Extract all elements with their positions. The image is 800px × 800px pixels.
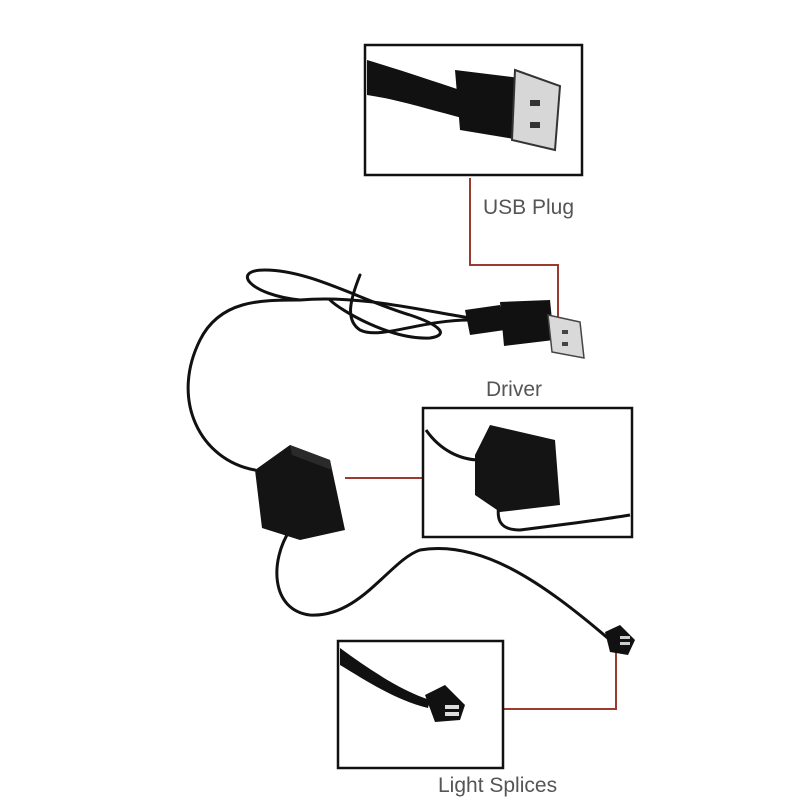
- driver-box-icon: [255, 445, 345, 540]
- usb-plug-closeup: [363, 43, 584, 177]
- usb-plug-icon: [465, 300, 585, 359]
- usb-callout-line: [469, 178, 559, 318]
- splice-callout-line: [503, 652, 617, 710]
- driver-label: Driver: [486, 378, 542, 401]
- callout-lines: [345, 178, 617, 710]
- cable-icon: [186, 268, 612, 642]
- usb-plug-label: USB Plug: [483, 196, 575, 219]
- jst-connector-icon: [605, 625, 635, 655]
- light-splices-closeup: [336, 639, 505, 770]
- light-splices-label: Light Splices: [438, 774, 558, 797]
- driver-closeup: [421, 406, 634, 539]
